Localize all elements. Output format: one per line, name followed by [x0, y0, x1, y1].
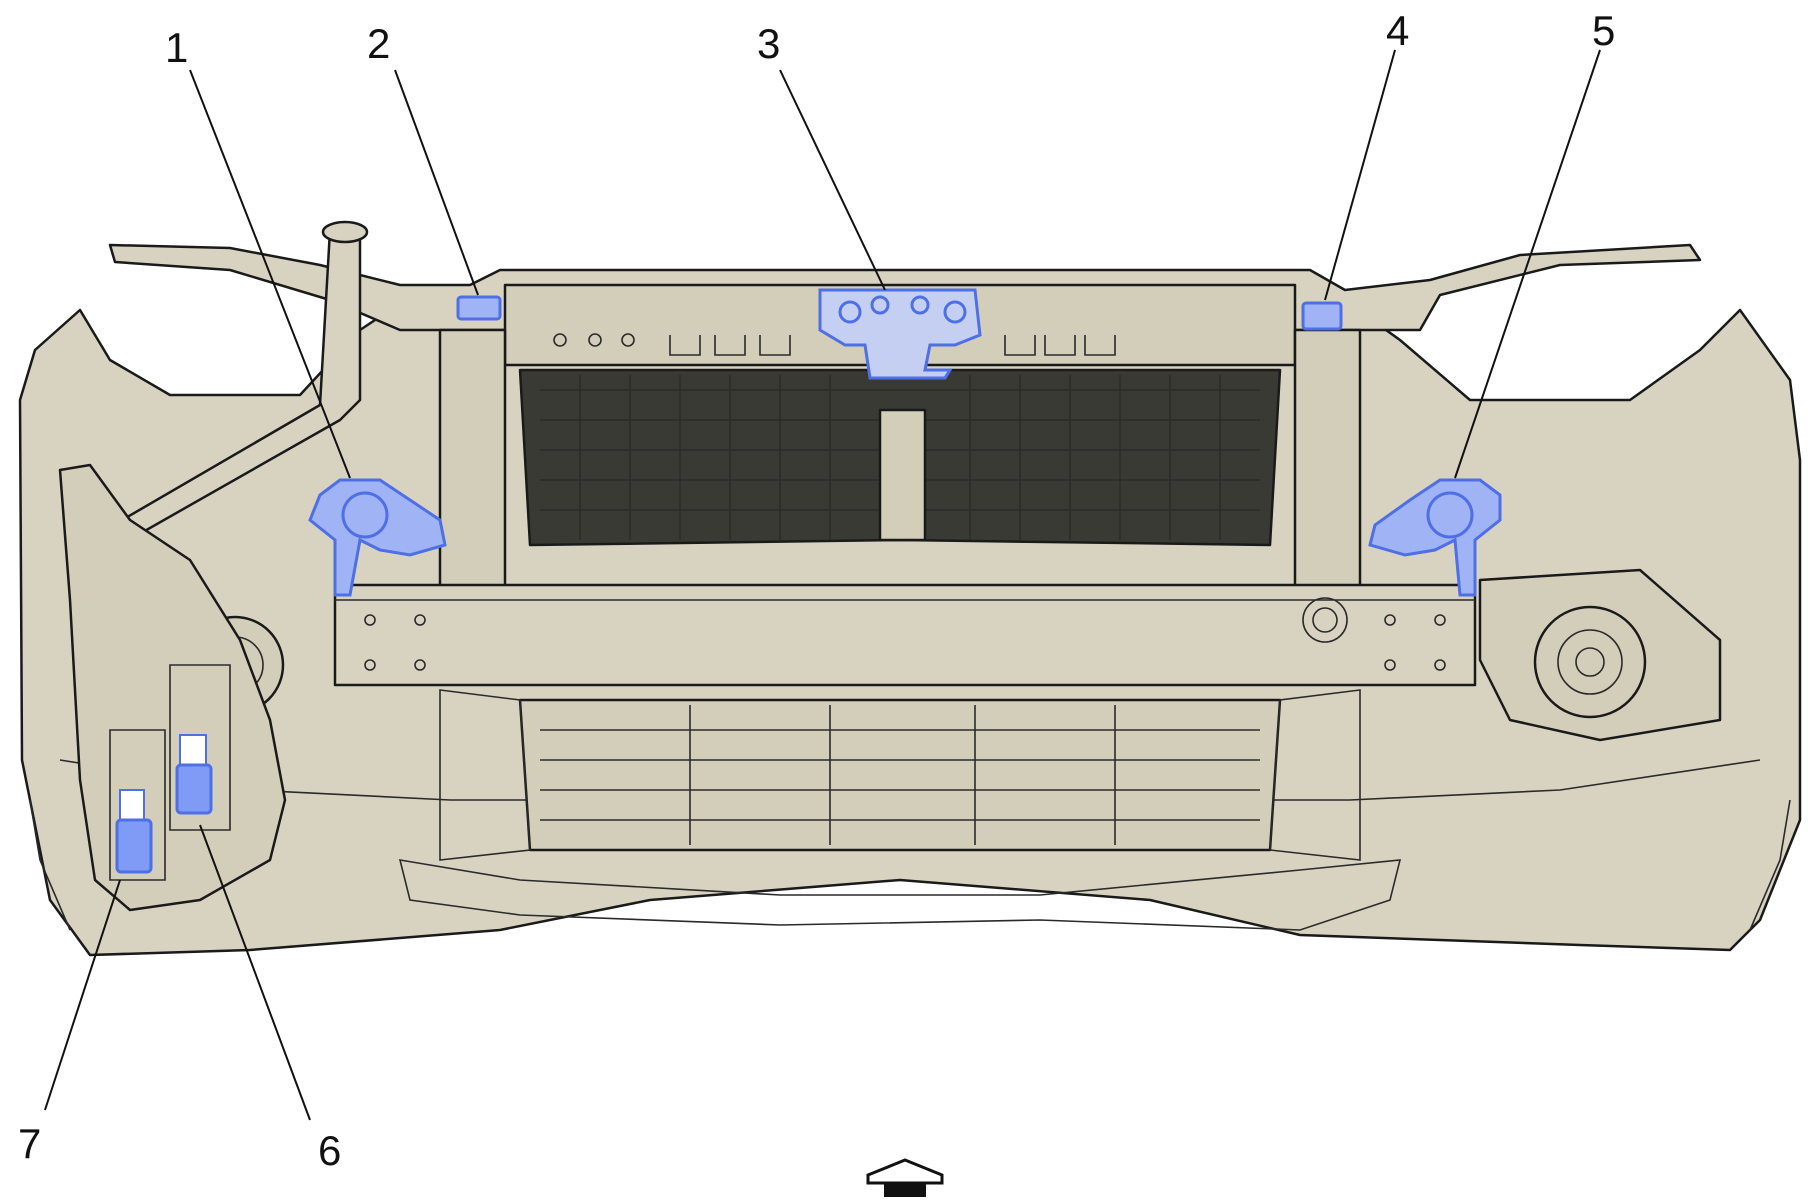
forward-arrow-icon: [866, 1158, 944, 1197]
horn-left: [308, 478, 447, 597]
callout-5: 5: [1592, 7, 1615, 54]
callout-4: 4: [1386, 7, 1409, 54]
lower-grille: [439, 689, 1361, 861]
callout-6: 6: [318, 1127, 341, 1174]
callout-3: 3: [757, 20, 780, 67]
highlighted-components: [115, 288, 1502, 874]
hood-sensor-left: [456, 295, 502, 321]
callout-2: 2: [367, 20, 390, 67]
upper-grille: [518, 368, 1282, 547]
horn-right: [1368, 478, 1502, 597]
leader-lines: [44, 49, 1601, 1121]
fog-lamp-right: [1478, 568, 1722, 742]
callout-1: 1: [165, 24, 188, 71]
callout-labels: 1 2 3 4 5 6 7: [18, 7, 1615, 1174]
washer-pump-7: [115, 789, 153, 874]
washer-reservoir: [58, 463, 287, 912]
hood-sensor-right: [1301, 301, 1343, 331]
callout-7: 7: [18, 1120, 41, 1167]
hood-latch: [818, 288, 982, 380]
washer-pump-6: [175, 734, 213, 815]
impact-bar: [333, 583, 1477, 687]
